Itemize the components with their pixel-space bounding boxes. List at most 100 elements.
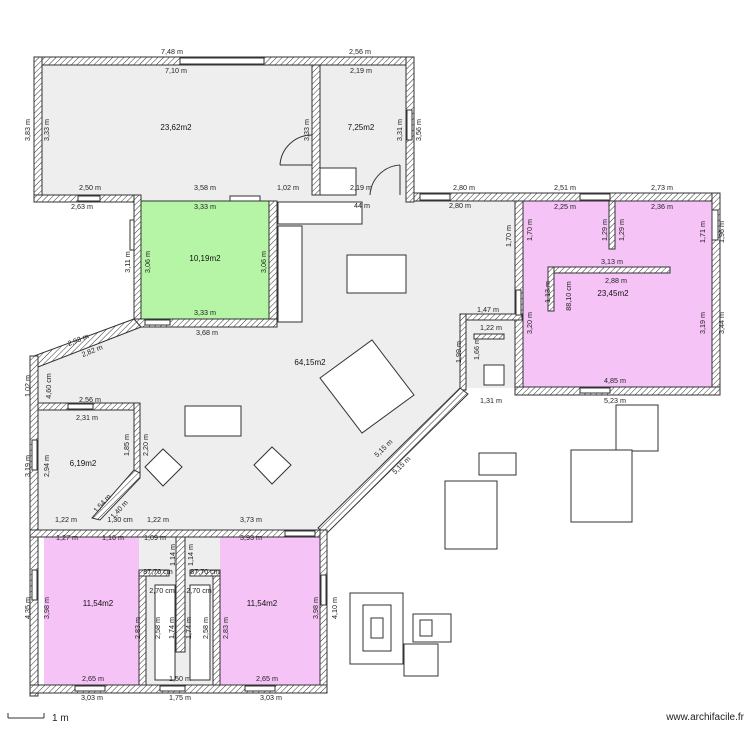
dim-label: 2,88 m [605,276,627,285]
dim-label: 3,93 m [240,533,262,542]
dim-label: 2,80 m [453,183,475,192]
dim-label: 3,06 m [143,251,152,273]
dim-label: 3,33 m [194,202,216,211]
room-living-floor [42,65,312,195]
dim-label: 87,70 cm [190,567,220,576]
dim-label: 3,44 m [717,312,726,334]
dim-label: 3,56 m [414,119,423,141]
dim-label: 1,09 m [144,533,166,542]
dim-label: 3,31 m [395,119,404,141]
dim-label: 1,29 m [600,219,609,241]
dim-label: 1,22 m [147,515,169,524]
dim-label: 2,51 m [554,183,576,192]
dim-label: 3,58 m [194,183,216,192]
dim-label: 2,56 m [349,47,371,56]
area-main: 64,15m2 [294,358,326,367]
dim-label: 44 m [354,201,370,210]
dim-label: 1,30 cm [107,515,133,524]
area-pink-bl: 11,54m2 [83,599,114,608]
dim-label: 3,06 m [259,251,268,273]
openings [31,57,719,692]
dim-label: 2,65 m [256,674,278,683]
dim-label: 3,03 m [81,693,103,702]
area-green: 10,19m2 [189,254,221,263]
dim-label: 3,33 m [302,119,311,141]
dim-label: 1,85 m [122,434,131,456]
room-pink-bl-floor [44,537,139,685]
dim-label: 1,75 m [169,693,191,702]
dim-label: 3,19 m [23,455,32,477]
dim-label: 1,29 m [617,219,626,241]
dim-label: 3,98 m [311,597,320,619]
dim-label: 1,27 m [56,533,78,542]
dim-label: 1,47 m [477,305,499,314]
dim-label: 2,19 m [350,183,372,192]
dimension-labels: 7,48 m 2,56 m 7,10 m 2,19 m 3,83 m 3,33 … [23,47,726,702]
dim-label: 2,36 m [651,202,673,211]
dim-label: 1,16 m [102,533,124,542]
dim-label: 3,20 m [525,312,534,334]
dim-label: 4,85 m [604,376,626,385]
area-pink-right: 23,45m2 [597,289,629,298]
dim-label: 2,94 m [42,455,51,477]
dim-label: 1,31 m [480,396,502,405]
dim-label: 1,71 m [698,221,707,243]
dim-label: 3,13 m [601,257,623,266]
dim-label: 1,14 m [186,544,195,566]
dim-label: 2,50 m [79,183,101,192]
dim-label: 2,83 m [221,617,230,639]
dim-label: 1,02 m [23,375,32,397]
dim-label: 1,96 m [717,221,726,243]
dim-label: 2,63 m [71,202,93,211]
dim-label: 2,58 m [153,617,162,639]
dim-label: 3,98 m [42,597,51,619]
dim-label: 5,23 m [604,396,626,405]
dim-label: 2,65 m [82,674,104,683]
dim-label: 3,73 m [240,515,262,524]
dim-label: 4,10 m [330,597,339,619]
room-labels: 23,62m2 7,25m2 10,19m2 64,15m2 23,45m2 6… [70,123,629,608]
dim-label: 1,74 m [184,617,193,639]
dim-label: 1,14 m [168,544,177,566]
dim-label: 1,70 m [504,225,513,247]
area-living: 23,62m2 [160,123,192,132]
dim-label: 87,70 cm [143,567,173,576]
room-left-small-floor [44,410,134,520]
dim-label: 3,33 m [194,308,216,317]
dim-label: 2,73 m [651,183,673,192]
dim-label: 1,99 m [454,341,463,363]
dim-label: 3,83 m [23,119,32,141]
dim-label: 3,68 m [196,328,218,337]
dim-label: 1,74 m [167,617,176,639]
area-left-small: 6,19m2 [70,459,97,468]
dim-label: 2,70 cm [149,586,175,595]
room-pink-br-floor [220,537,320,685]
dim-label: 2,83 m [133,617,142,639]
furniture [144,254,659,681]
dim-label: 1,70 m [525,219,534,241]
dim-label: 3,33 m [42,119,51,141]
dim-label: 4,60 cm [44,373,53,399]
dim-label: 2,70 cm [186,586,212,595]
dim-label: 2,19 m [350,66,372,75]
dim-label: 2,31 m [76,413,98,422]
area-pink-br: 11,54m2 [247,599,278,608]
area-small-ne: 7,25m2 [348,123,375,132]
scale-bar: 1 m [7,713,69,724]
dim-label: 1,50 m [169,674,191,683]
dim-label: 2,58 m [201,617,210,639]
dim-label: 3,03 m [260,693,282,702]
dim-label: 2,25 m [554,202,576,211]
dim-label: 1,02 m [277,183,299,192]
dim-label: 1,66 m [472,338,481,360]
dim-label: 1,13 m [543,281,552,303]
dim-label: 88,10 cm [564,281,573,311]
dim-label: 3,11 m [123,251,132,272]
dim-label: 2,80 m [449,201,471,210]
watermark: www.archifacile.fr [665,712,744,723]
dim-label: 1,22 m [480,323,502,332]
dim-label: 7,10 m [165,66,187,75]
dim-label: 2,56 m [79,395,101,404]
dim-label: 1,22 m [55,515,77,524]
